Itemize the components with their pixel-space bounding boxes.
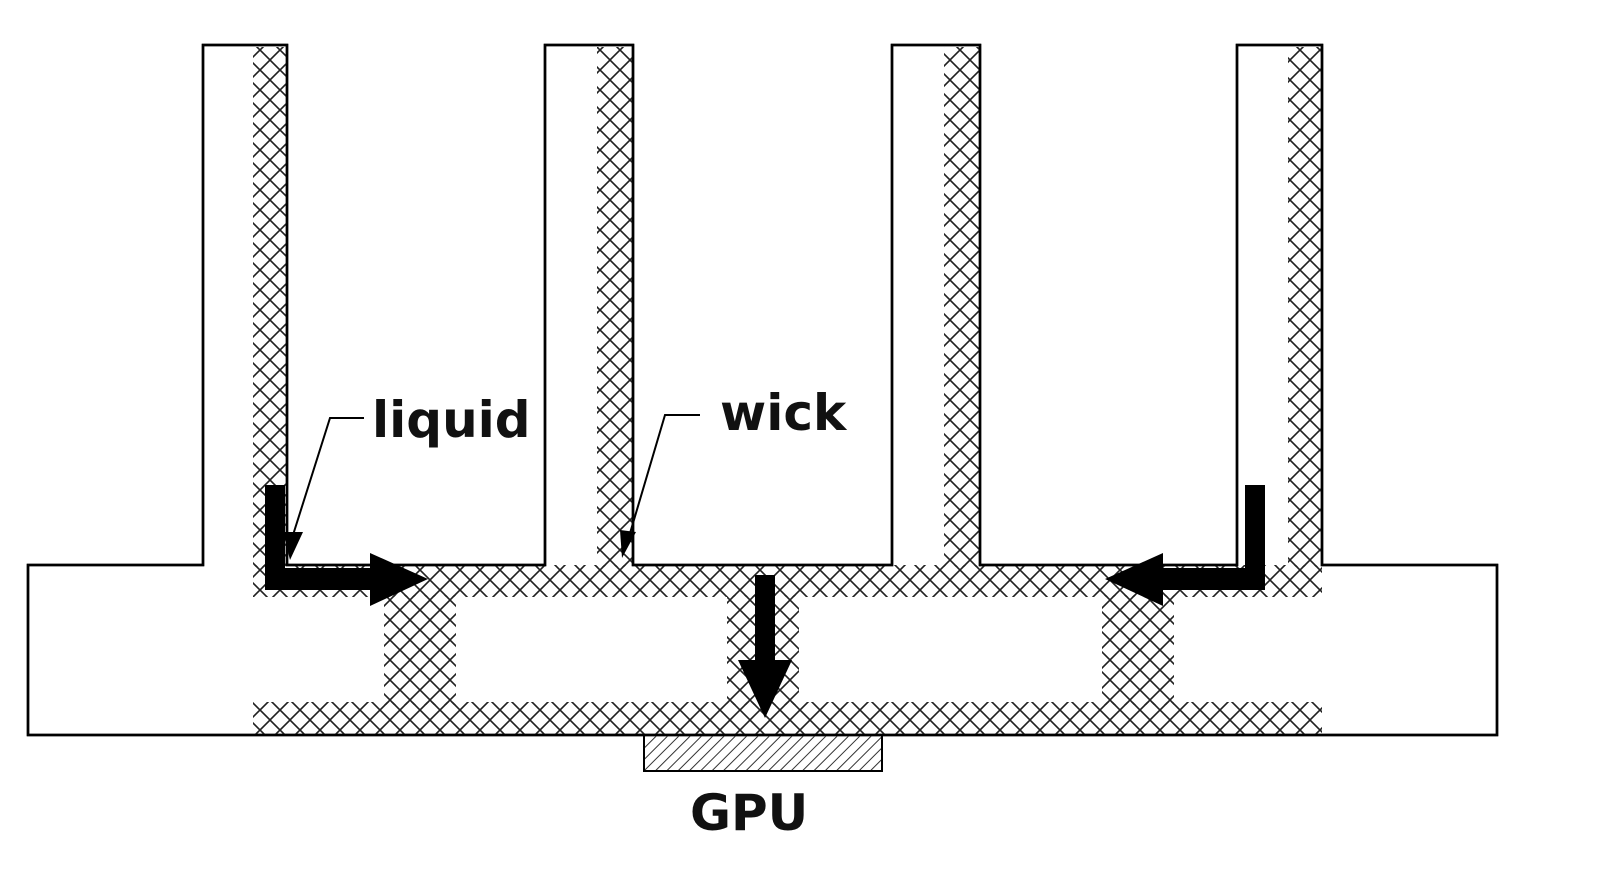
fin-4-wick bbox=[1288, 47, 1322, 567]
left-wick-pillar bbox=[384, 595, 456, 705]
heat-sink-edge bbox=[26, 43, 1499, 737]
center-flow-arrow bbox=[738, 575, 792, 718]
wick-leader-arrowhead bbox=[620, 530, 636, 558]
right-wick-pillar bbox=[1102, 595, 1174, 705]
liquid-leader-line bbox=[292, 417, 364, 536]
liquid-leader-arrowhead bbox=[283, 532, 303, 560]
fin-2-wick bbox=[597, 47, 633, 567]
liquid-label: liquid bbox=[372, 391, 531, 449]
fin-3-wick bbox=[944, 47, 980, 567]
base-bottom-wick bbox=[253, 702, 1322, 734]
wick-leader-line bbox=[627, 414, 700, 541]
left-flow-arrow bbox=[265, 485, 428, 606]
gpu-block bbox=[643, 734, 883, 772]
gpu-label: GPU bbox=[690, 784, 808, 842]
right-flow-arrow bbox=[1105, 485, 1265, 606]
wick-label: wick bbox=[720, 384, 848, 442]
fin-1-wick bbox=[253, 47, 287, 567]
